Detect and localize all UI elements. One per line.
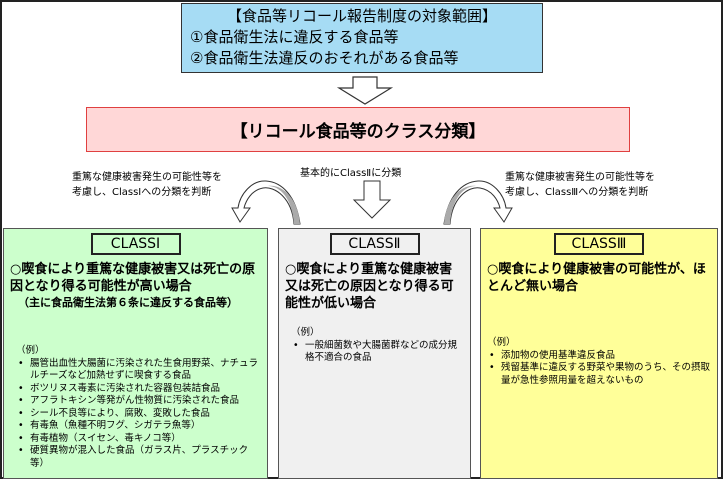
class3-examples: （例） 添加物の使用基準違反食品 残留基準に違反する野菜や果物のうち、その摂取量… [487,337,711,387]
class2-examples: （例） 一般細菌数や大腸菌群などの成分規格不適合の食品 [291,327,464,365]
class3-box: CLASSⅢ ○喫食により健康被害の可能性が、ほとんど無い場合 （例） 添加物の… [480,228,718,479]
down-arrow-icon [336,76,394,105]
note-line: 重篤な健康被害発生の可能性等を [72,172,222,183]
class1-description: ○喫食により重篤な健康被害又は死亡の原因となり得る可能性が高い場合 [10,262,256,294]
curved-arrow-left-icon [231,180,301,225]
scope-title: 【食品等リコール報告制度の対象範囲】 [226,7,497,25]
list-item: 有毒魚（魚種不明フグ、シガテラ魚等） [16,420,261,433]
class2-box: CLASSⅡ ○喫食により重篤な健康被害又は死亡の原因となり得る可能性が低い場合… [278,228,471,479]
classification-title: 【リコール食品等のクラス分類】 [86,107,630,152]
class1-sub: （主に食品衛生法第６条に違反する食品等） [18,296,238,309]
note-line: 考慮し、ClassⅠへの分類を判断 [72,187,212,198]
note-class1: 重篤な健康被害発生の可能性等を 考慮し、ClassⅠへの分類を判断 [72,170,222,200]
list-item: アフラトキシン等発がん性物質に汚染された食品 [16,395,261,408]
class3-description: ○喫食により健康被害の可能性が、ほとんど無い場合 [487,262,706,294]
note-line: 考慮し、ClassⅢへの分類を判断 [505,187,649,198]
example-label: （例） [16,345,45,356]
scope-item: ②食品衛生法違反のおそれがある食品等 [190,49,459,67]
note-class3: 重篤な健康被害発生の可能性等を 考慮し、ClassⅢへの分類を判断 [505,170,655,200]
class1-box: CLASSⅠ ○喫食により重篤な健康被害又は死亡の原因となり得る可能性が高い場合… [3,228,268,479]
note-class2: 基本的にClassⅡに分類 [300,168,402,179]
list-item: シール不良等により、腐敗、変敗した食品 [16,408,261,421]
list-item: 添加物の使用基準違反食品 [487,350,711,363]
curved-arrow-right-icon [443,180,513,225]
scope-item: ①食品衛生法に違反する食品等 [190,28,399,46]
class1-examples: （例） 腸管出血性大腸菌に汚染された生食用野菜、ナチュラルチーズなど加熱せずに喫… [16,345,261,470]
scope-box: 【食品等リコール報告制度の対象範囲】 ①食品衛生法に違反する食品等 ②食品衛生法… [181,3,543,73]
list-item: 残留基準に違反する野菜や果物のうち、その摂取量が急性参照用量を超えないもの [487,362,711,387]
class3-label: CLASSⅢ [554,233,644,255]
note-line: 重篤な健康被害発生の可能性等を [505,172,655,183]
list-item: 硬質異物が混入した食品（ガラス片、プラスチック 等） [16,445,261,470]
class2-description: ○喫食により重篤な健康被害又は死亡の原因となり得る可能性が低い場合 [285,262,454,311]
example-label: （例） [291,327,320,338]
example-label: （例） [487,337,516,348]
list-item: 有毒植物（スイセン、毒キノコ等） [16,433,261,446]
list-item: ボツリヌス毒素に汚染された容器包装詰食品 [16,383,261,396]
list-item: 腸管出血性大腸菌に汚染された生食用野菜、ナチュラルチーズなど加熱せずに喫食する食… [16,358,261,383]
down-arrow-class2-icon [352,180,392,219]
class2-label: CLASSⅡ [329,233,420,255]
list-item: 一般細菌数や大腸菌群などの成分規格不適合の食品 [291,340,464,365]
class1-label: CLASSⅠ [90,233,181,255]
